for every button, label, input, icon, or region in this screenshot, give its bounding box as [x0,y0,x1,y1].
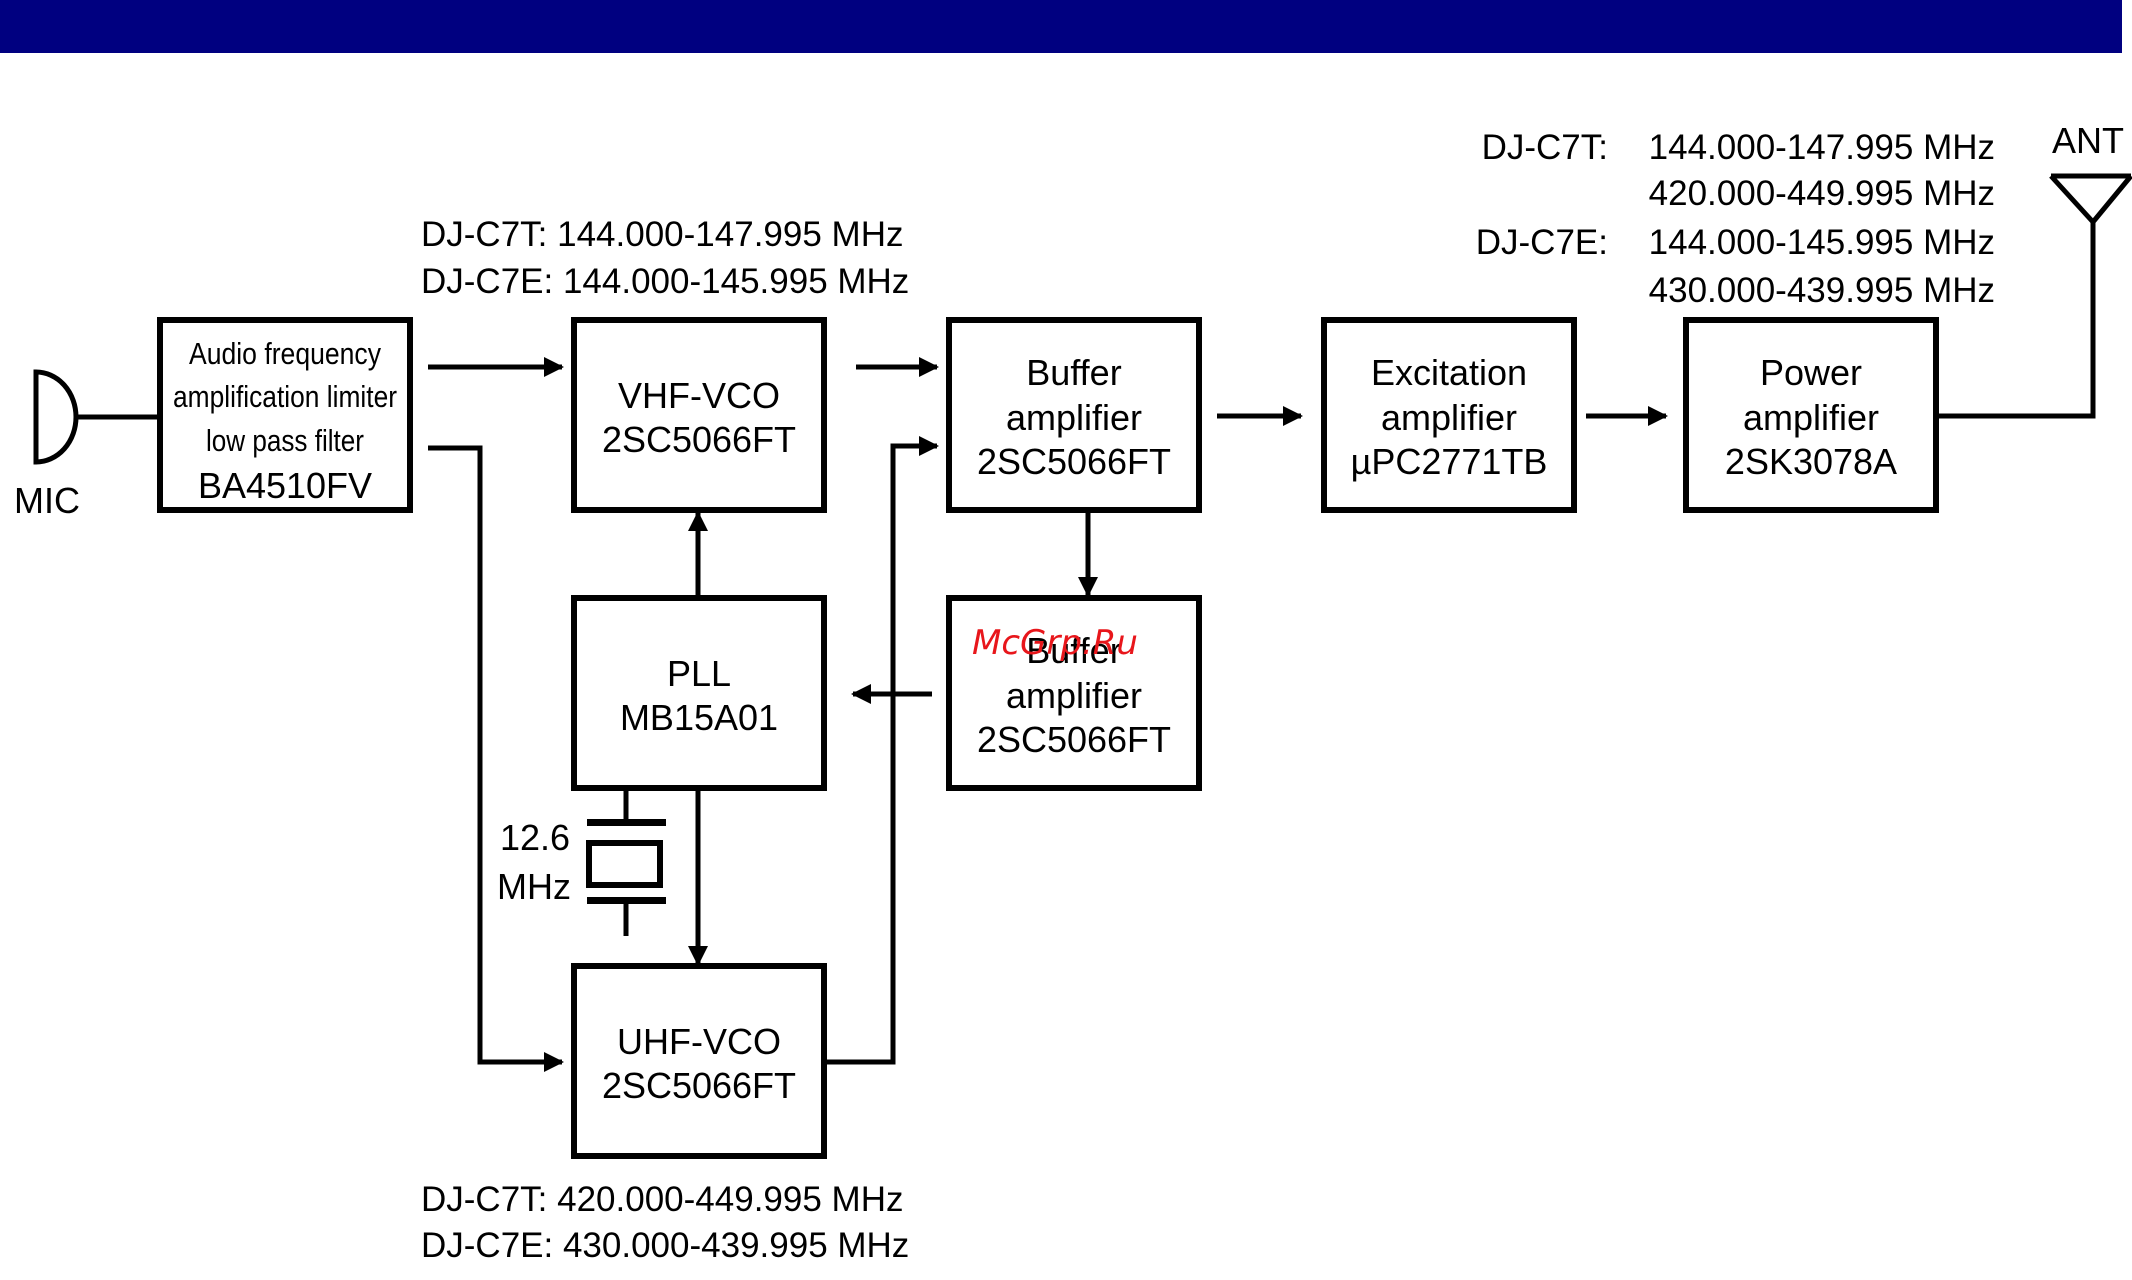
uhf-vco-block: UHF-VCO 2SC5066FT [571,963,827,1159]
audio-block-line-1: Audio frequency [189,336,381,371]
excitation-part: µPC2771TB [1351,441,1548,482]
uhf-vco-name: UHF-VCO [617,1021,781,1062]
power-to-antenna-line [1937,222,2096,419]
audio-amplifier-block: Audio frequency amplification limiter lo… [157,317,413,513]
pll-block: PLL MB15A01 [571,595,827,791]
buffer2-part: 2SC5066FT [977,719,1171,760]
pll-name: PLL [667,653,731,694]
vhf-vco-name: VHF-VCO [618,375,780,416]
arrow-uhf-to-buffer1 [827,436,939,1065]
uhf-vco-part: 2SC5066FT [602,1065,796,1106]
uhf-freq-c7t: DJ-C7T: 420.000-449.995 MHz [421,1180,903,1219]
audio-block-part: BA4510FV [198,465,372,506]
mic-label: MIC [14,480,80,521]
ant-label: ANT [2052,120,2124,161]
buffer2-line-1: Buffer [1026,630,1121,671]
vhf-vco-block: VHF-VCO 2SC5066FT [571,317,827,513]
antenna-icon [2049,173,2132,224]
connections [78,222,2096,1072]
xtal-freq-value: 12.6 [500,817,570,858]
microphone-icon [33,369,79,465]
header-bar [0,0,2122,53]
buffer1-line-2: amplifier [1006,397,1142,438]
vhf-vco-part: 2SC5066FT [602,419,796,460]
excitation-line-2: amplifier [1381,397,1517,438]
watermark: McGrp.Ru [972,623,1138,663]
pll-part: MB15A01 [620,697,778,738]
audio-block-line-2: amplification limiter [173,379,397,414]
output-freq-c7t-prefix: DJ-C7T: [1482,128,1608,167]
arrow-audio-to-uhf [428,445,564,1072]
vhf-freq-c7t: DJ-C7T: 144.000-147.995 MHz [421,215,903,254]
output-freq-c7e-range-2: 430.000-439.995 MHz [1649,271,1995,310]
uhf-freq-c7e: DJ-C7E: 430.000-439.995 MHz [421,1226,909,1265]
buffer-amplifier-2-block: Buffer amplifier 2SC5066FT [946,595,1202,791]
power-part: 2SK3078A [1725,441,1897,482]
audio-block-line-3: low pass filter [206,423,364,458]
buffer-amplifier-1-block: Buffer amplifier 2SC5066FT [946,317,1202,513]
buffer1-part: 2SC5066FT [977,441,1171,482]
output-freq-c7e-prefix: DJ-C7E: [1476,223,1608,262]
excitation-line-1: Excitation [1371,352,1527,393]
xtal-freq-unit: MHz [497,866,571,907]
buffer1-line-1: Buffer [1026,352,1121,393]
output-freq-c7t-range-1: 144.000-147.995 MHz [1649,128,1995,167]
vhf-freq-c7e: DJ-C7E: 144.000-145.995 MHz [421,262,909,301]
power-amplifier-block: Power amplifier 2SK3078A [1683,317,1939,513]
power-line-2: amplifier [1743,397,1879,438]
output-freq-c7t-range-2: 420.000-449.995 MHz [1649,174,1995,213]
output-freq-c7e-range-1: 144.000-145.995 MHz [1649,223,1995,262]
crystal-icon [586,819,666,904]
buffer2-line-2: amplifier [1006,675,1142,716]
excitation-amplifier-block: Excitation amplifier µPC2771TB [1321,317,1577,513]
power-line-1: Power [1760,352,1862,393]
